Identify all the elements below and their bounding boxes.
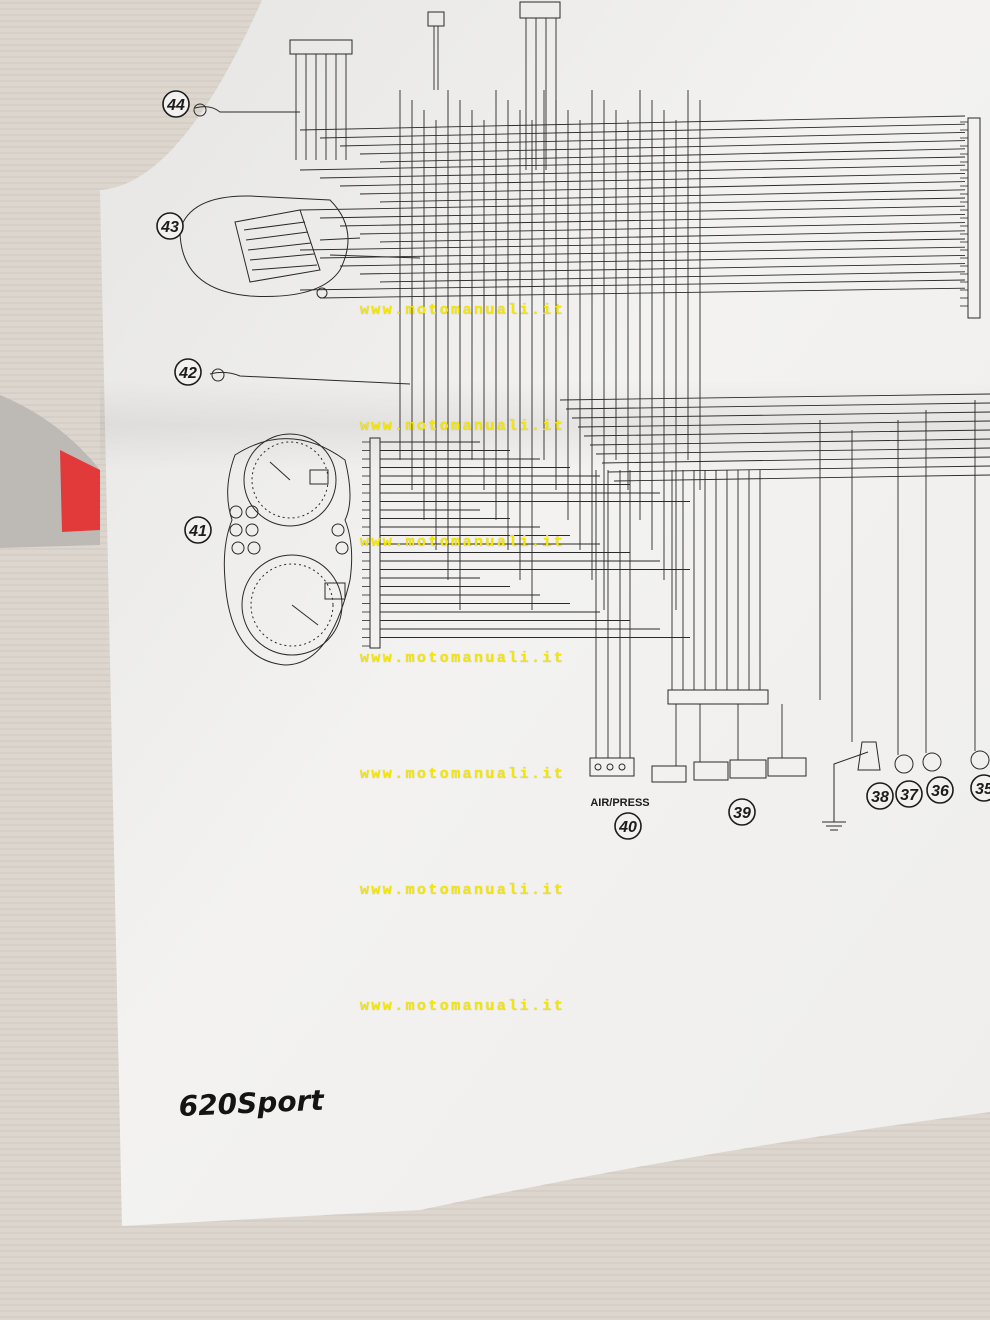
callout-circle [162, 90, 190, 118]
instrument-cluster-41-drawing [223, 433, 353, 666]
wire [359, 222, 966, 235]
callout-circle [614, 812, 642, 840]
component-callout-40: 40 AIR/PRESS [590, 797, 650, 840]
wire [299, 279, 966, 291]
watermark-text: www.motomanuali.it [360, 302, 566, 319]
callout-circle [970, 774, 990, 802]
component-callout-43: 43 [156, 212, 184, 240]
wire [359, 140, 966, 155]
binder-red-strip [60, 450, 100, 532]
lamp-37-drawing [894, 754, 914, 774]
callout-circle [728, 798, 756, 826]
wire [601, 456, 990, 464]
callout-number: 37 [900, 787, 919, 804]
component-42-lead [209, 371, 411, 385]
callout-number: 35 [975, 781, 990, 798]
wire [359, 181, 966, 195]
diagram-drawing [179, 1, 990, 831]
headlight-43-drawing [179, 195, 421, 299]
paper-sheet [100, 0, 990, 1226]
connector-40-drawing [589, 757, 635, 777]
callout-circle [866, 782, 894, 810]
wire [379, 271, 966, 283]
wire [613, 474, 990, 482]
callout-number: 36 [931, 783, 949, 800]
callout-number: 44 [166, 97, 185, 114]
wire [595, 447, 990, 455]
switch-boxes-39 [651, 757, 807, 783]
connector-39-block [667, 689, 769, 705]
watermark-text: www.motomanuali.it [360, 766, 566, 783]
callout-circle [895, 780, 923, 808]
watermark-text: www.motomanuali.it [360, 882, 566, 899]
wire [339, 131, 966, 147]
wire [299, 156, 966, 171]
wire [577, 420, 990, 428]
watermark-text: www.motomanuali.it [360, 998, 566, 1015]
lamp-35-drawing [970, 750, 990, 770]
wire [565, 402, 990, 410]
callout-circle [174, 358, 202, 386]
ground-and-sender-38 [822, 741, 881, 831]
wire [339, 254, 966, 267]
component-44-lead [194, 106, 300, 113]
wire [359, 263, 966, 275]
callout-number: 42 [178, 365, 197, 382]
wire [379, 230, 966, 243]
watermark-text: www.motomanuali.it [360, 650, 566, 667]
wire [559, 393, 990, 401]
callout-circle [926, 776, 954, 804]
component-callout-42: 42 [174, 358, 202, 386]
callout-number: 43 [160, 219, 179, 236]
callout-circle [184, 516, 212, 544]
wire [319, 287, 966, 299]
component-callout-37: 37 [895, 780, 923, 808]
component-label: AIR/PRESS [590, 797, 649, 809]
wire [583, 429, 990, 437]
callout-number: 38 [871, 789, 889, 806]
callout-number: 40 [618, 819, 637, 836]
callout-number: 41 [188, 523, 207, 540]
model-label: 620Sport [178, 1083, 325, 1123]
component-callouts: 44 43 42 41 40 AIR/PRESS 39 38 37 36 35 [156, 90, 990, 840]
wire [299, 238, 966, 251]
wire-bundle [295, 18, 990, 766]
watermark-text: www.motomanuali.it [360, 418, 566, 435]
callout-circle [156, 212, 184, 240]
component-callout-35: 35 [970, 774, 990, 802]
component-callout-39: 39 [728, 798, 756, 826]
instrument-terminal-strip [369, 437, 381, 649]
component-callout-41: 41 [184, 516, 212, 544]
wire [299, 115, 966, 131]
wire [319, 164, 966, 179]
wire [339, 213, 966, 227]
watermark-text: www.motomanuali.it [360, 534, 566, 551]
top-connector [289, 1, 561, 55]
wire [379, 148, 966, 163]
callout-number: 39 [733, 805, 751, 822]
wire [571, 411, 990, 419]
component-callout-44: 44 [162, 90, 190, 118]
lamp-36-drawing [922, 752, 942, 772]
wire [299, 197, 966, 211]
wire [339, 172, 966, 187]
wire [319, 123, 966, 139]
wire [319, 205, 966, 219]
wire [379, 189, 966, 203]
wire [589, 438, 990, 446]
component-callout-36: 36 [926, 776, 954, 804]
wire [319, 246, 966, 259]
component-callout-38: 38 [866, 782, 894, 810]
